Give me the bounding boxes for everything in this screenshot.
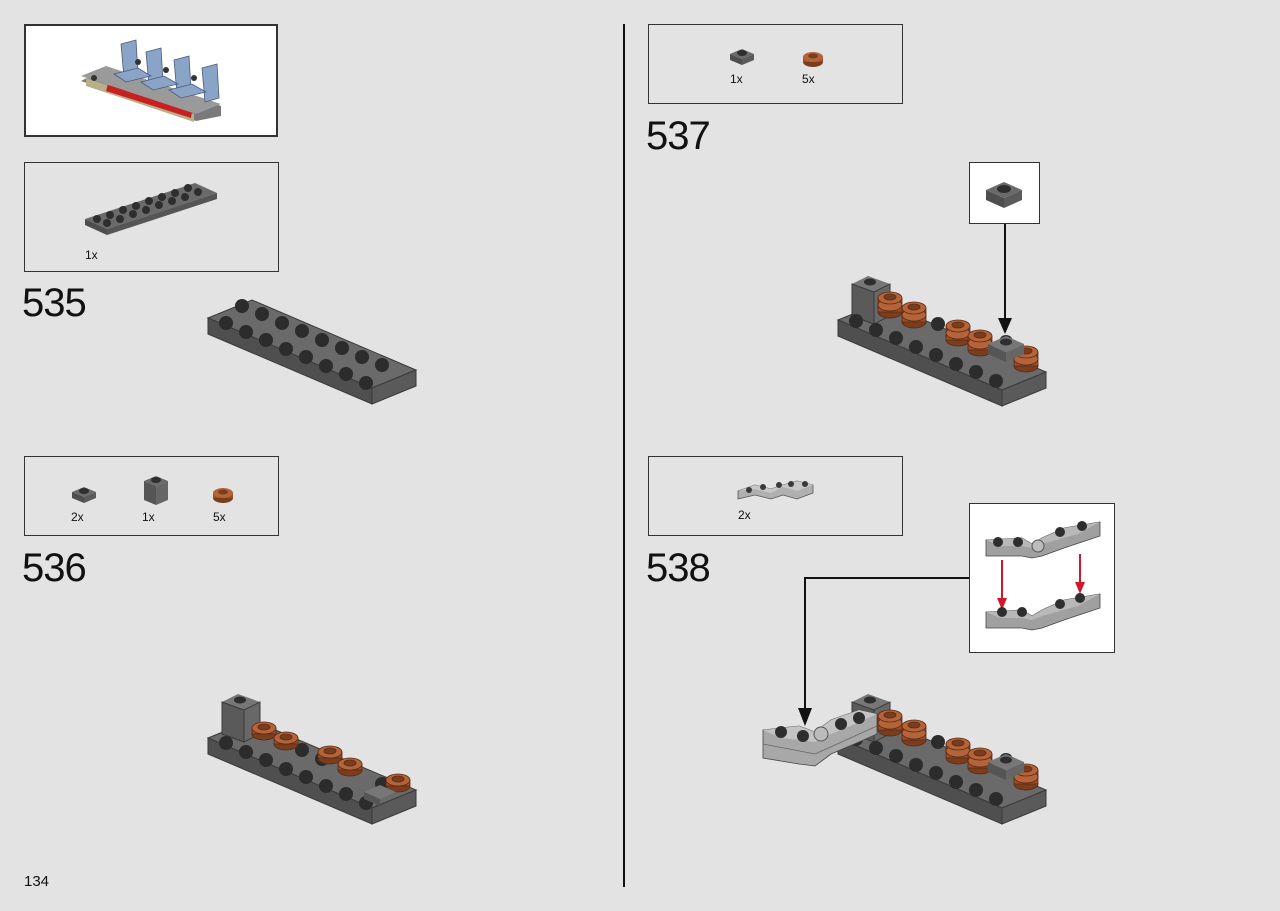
step-number-535: 535 [22, 281, 87, 325]
part-qty: 5x [213, 510, 226, 524]
wedge-plate-stacking-diagram [985, 521, 1101, 631]
callout-538 [969, 503, 1115, 653]
part-qty: 5x [802, 72, 815, 86]
brown-round-plates [251, 721, 411, 793]
parts-list-536: 2x 1x 5x [24, 456, 279, 536]
part-qty: 1x [730, 72, 743, 86]
part-qty: 1x [142, 510, 155, 524]
step-535-build-image [206, 299, 418, 405]
dark-gray-brick-1x1-icon [144, 476, 168, 505]
dark-gray-plate-1x1-icon [730, 49, 754, 65]
parts-list-537: 1x 5x [648, 24, 903, 104]
dark-gray-plate-2x8-icon [85, 183, 217, 235]
step-538-build-image [762, 694, 1048, 825]
step-537-build-image [836, 276, 1048, 407]
page-divider [623, 24, 625, 887]
part-qty: 1x [85, 248, 98, 262]
dark-gray-plate-1x1-icon [986, 182, 1022, 208]
part-qty: 2x [71, 510, 84, 524]
dark-gray-plate-1x1-icon [72, 487, 96, 503]
light-gray-wedge-plate-icon [737, 480, 814, 500]
callout-537 [969, 162, 1040, 224]
seat-row-subassembly-image [81, 39, 221, 122]
brown-round-plate-1x1-icon [803, 52, 823, 67]
brown-round-plate-1x1-icon [213, 488, 233, 503]
part-qty: 2x [738, 508, 751, 522]
parts-list-538: 2x [648, 456, 903, 536]
step-536-build-image [206, 694, 418, 825]
subassembly-preview-frame [24, 24, 278, 137]
arrow-down-icon [798, 577, 969, 726]
page-number: 134 [24, 873, 50, 890]
arrow-down-icon [998, 224, 1012, 334]
parts-list-535: 1x [24, 162, 279, 272]
step-number-536: 536 [22, 546, 87, 590]
step-number-538: 538 [646, 546, 711, 590]
step-number-537: 537 [646, 114, 711, 158]
